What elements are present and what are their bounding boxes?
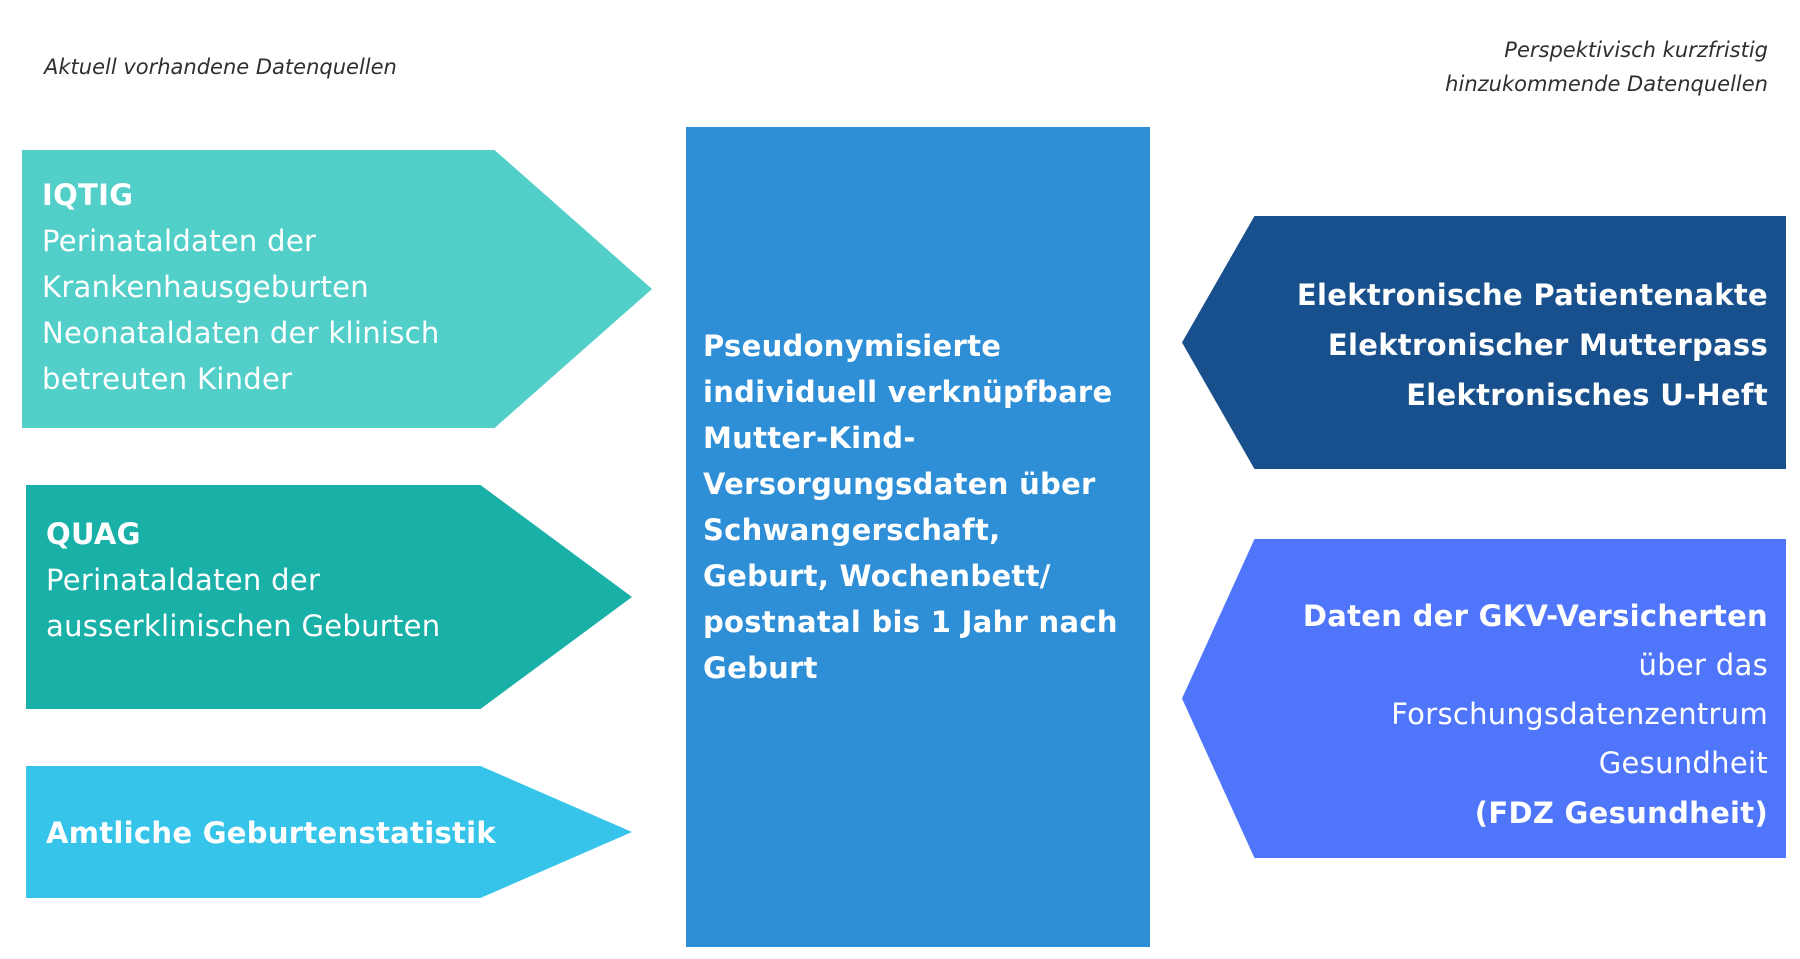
future-line: Forschungsdatenzentrum <box>1391 697 1768 731</box>
center-line: Pseudonymisierte <box>703 329 1002 363</box>
center-line: individuell verknüpfbare <box>703 375 1113 409</box>
linked-data-text: Pseudonymisierte individuell verknüpfbar… <box>703 323 1118 691</box>
future-caption-line-2: hinzukommende Datenquellen <box>1445 71 1768 96</box>
center-line: Versorgungsdaten über <box>703 467 1096 501</box>
future-line: über das <box>1638 648 1768 682</box>
source-line: Krankenhausgeburten <box>42 270 369 304</box>
future-arrow-electronic-records: Elektronische Patientenakte Elektronisch… <box>1182 216 1786 469</box>
source-arrow-quag: QUAG Perinataldaten der ausserklinischen… <box>26 485 632 709</box>
source-arrow-geburtenstatistik: Amtliche Geburtenstatistik <box>26 766 632 898</box>
center-line: Geburt, Wochenbett/ <box>703 559 1051 593</box>
source-line: betreuten Kinder <box>42 362 293 396</box>
source-title-geburtenstatistik: Amtliche Geburtenstatistik <box>46 816 497 850</box>
current-sources-caption: Aktuell vorhandene Datenquellen <box>44 55 397 79</box>
center-line: Schwangerschaft, <box>703 513 1001 547</box>
future-arrow-gkv-data: Daten der GKV-Versicherten über das Fors… <box>1182 539 1786 858</box>
source-arrow-iqtig: IQTIG Perinataldaten der Krankenhausgebu… <box>22 150 652 428</box>
center-line: postnatal bis 1 Jahr nach <box>703 605 1118 639</box>
future-line: (FDZ Gesundheit) <box>1474 796 1768 830</box>
future-sources-caption: Perspektivisch kurzfristig hinzukommende… <box>1445 34 1768 101</box>
center-line: Mutter-Kind- <box>703 421 916 455</box>
future-line: Gesundheit <box>1598 746 1768 780</box>
source-title-iqtig: IQTIG <box>42 178 134 212</box>
source-line: Perinataldaten der <box>46 563 321 597</box>
source-line: Perinataldaten der <box>42 224 317 258</box>
source-title-quag: QUAG <box>46 517 141 551</box>
future-caption-line-1: Perspektivisch kurzfristig <box>1504 38 1768 62</box>
future-line: Daten der GKV-Versicherten <box>1302 599 1768 633</box>
center-line: Geburt <box>703 651 818 685</box>
future-line: Elektronischer Mutterpass <box>1327 328 1768 362</box>
future-line: Elektronische Patientenakte <box>1296 278 1768 312</box>
source-line: Neonataldaten der klinisch <box>42 316 440 350</box>
linked-data-box: Pseudonymisierte individuell verknüpfbar… <box>686 127 1150 947</box>
source-line: ausserklinischen Geburten <box>46 609 441 643</box>
future-line: Elektronisches U-Heft <box>1406 378 1768 412</box>
